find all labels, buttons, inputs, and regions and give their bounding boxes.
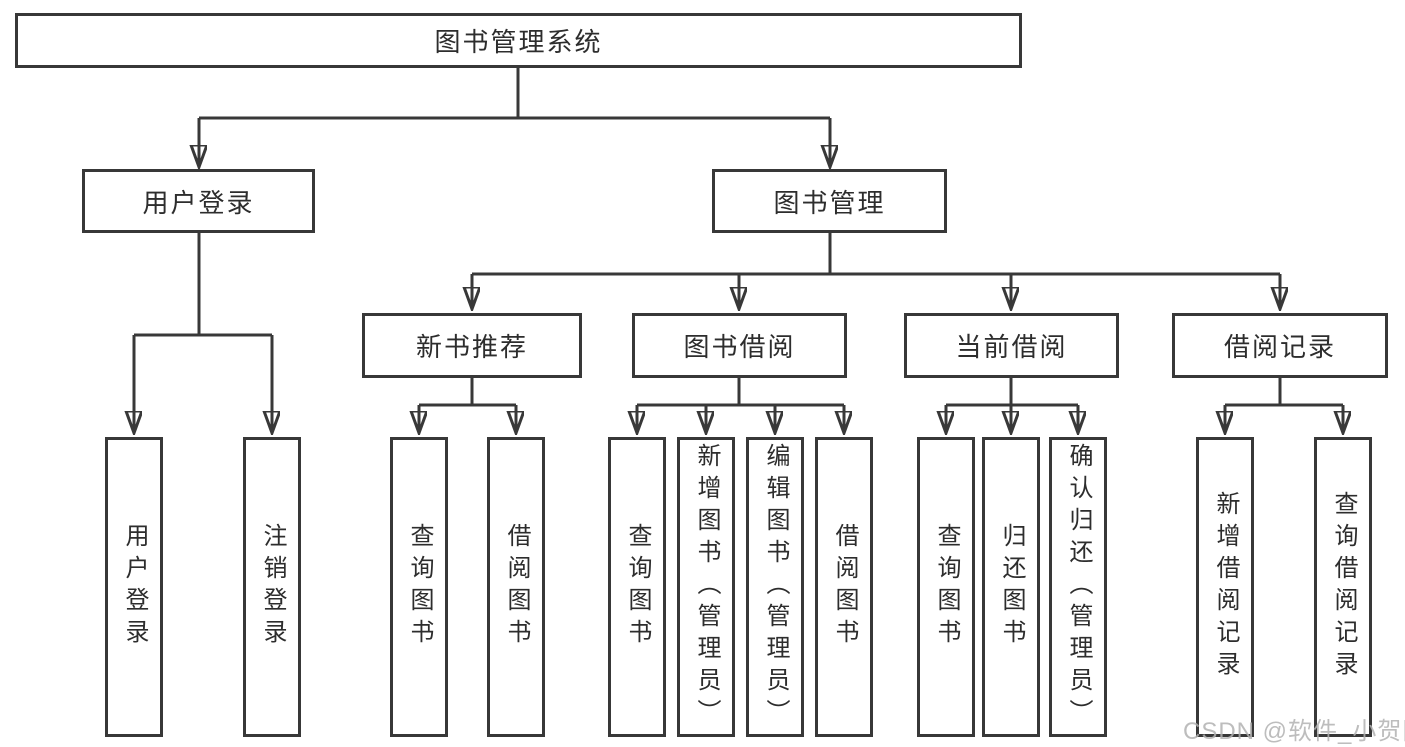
leaf-recommend-borrow-books: 借阅图书 — [487, 437, 545, 737]
node-current-borrow: 当前借阅 — [904, 313, 1119, 378]
leaf-recommend-query-books-label: 查询图书 — [406, 523, 433, 651]
node-borrow-records: 借阅记录 — [1172, 313, 1388, 378]
leaf-user-login-label: 用户登录 — [121, 523, 148, 651]
leaf-user-login: 用户登录 — [105, 437, 163, 737]
leaf-add-borrow-record: 新增借阅记录 — [1196, 437, 1254, 737]
leaf-confirm-return-admin: 确认归还（管理员） — [1049, 437, 1107, 737]
leaf-logout: 注销登录 — [243, 437, 301, 737]
leaf-return-books: 归还图书 — [982, 437, 1040, 737]
node-new-book-recommend: 新书推荐 — [362, 313, 582, 378]
node-user-login: 用户登录 — [82, 169, 315, 233]
leaf-recommend-borrow-books-label: 借阅图书 — [503, 523, 530, 651]
node-book-management-label: 图书管理 — [773, 187, 886, 218]
leaf-query-borrow-record-label: 查询借阅记录 — [1330, 491, 1357, 683]
leaf-borrow-query-books: 查询图书 — [608, 437, 666, 737]
leaf-add-books-admin: 新增图书（管理员） — [677, 437, 735, 737]
node-book-management: 图书管理 — [712, 169, 947, 233]
leaf-edit-books-admin-label: 编辑图书（管理员） — [762, 443, 789, 731]
leaf-logout-label: 注销登录 — [259, 523, 286, 651]
leaf-edit-books-admin: 编辑图书（管理员） — [746, 437, 804, 737]
leaf-confirm-return-admin-label: 确认归还（管理员） — [1065, 443, 1092, 731]
node-book-borrow-label: 图书借阅 — [683, 332, 796, 362]
csdn-watermark: CSDN @软件_小贺同学 — [1183, 718, 1405, 745]
leaf-current-query-books: 查询图书 — [917, 437, 975, 737]
node-book-borrow: 图书借阅 — [632, 313, 847, 378]
leaf-query-borrow-record: 查询借阅记录 — [1314, 437, 1372, 737]
node-new-book-recommend-label: 新书推荐 — [415, 332, 528, 362]
leaf-add-books-admin-label: 新增图书（管理员） — [693, 443, 720, 731]
leaf-recommend-query-books: 查询图书 — [390, 437, 448, 737]
node-borrow-records-label: 借阅记录 — [1223, 332, 1336, 362]
node-library-system-label: 图书管理系统 — [434, 27, 603, 57]
leaf-add-borrow-record-label: 新增借阅记录 — [1212, 491, 1239, 683]
leaf-current-query-books-label: 查询图书 — [933, 523, 960, 651]
node-library-system: 图书管理系统 — [15, 13, 1022, 68]
leaf-return-books-label: 归还图书 — [998, 523, 1025, 651]
leaf-borrow-query-books-label: 查询图书 — [624, 523, 651, 651]
node-user-login-label: 用户登录 — [142, 187, 255, 218]
leaf-borrow-books-label: 借阅图书 — [831, 523, 858, 651]
node-current-borrow-label: 当前借阅 — [955, 332, 1068, 362]
leaf-borrow-books: 借阅图书 — [815, 437, 873, 737]
